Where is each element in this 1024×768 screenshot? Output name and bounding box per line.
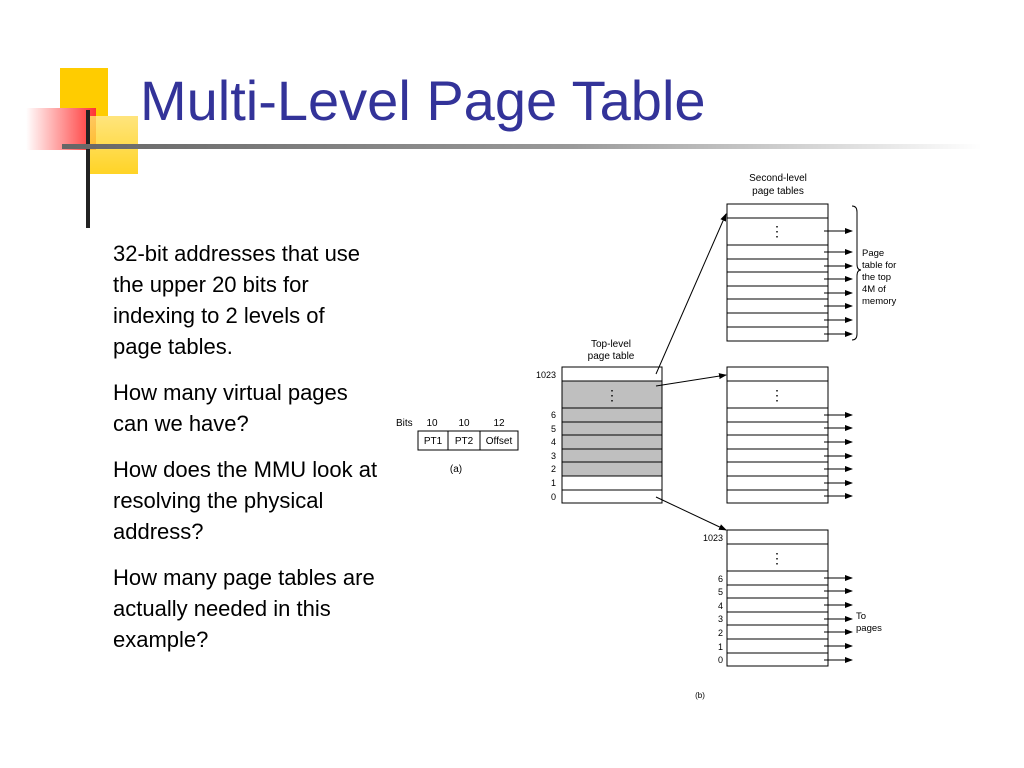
sl1-entry [726, 244, 829, 260]
second-level-title-2: page tables [752, 186, 804, 197]
sl3-label-5: 5 [718, 587, 723, 597]
top-entry-1 [561, 475, 663, 491]
offset-box [479, 430, 519, 451]
bits-label: Bits [396, 418, 413, 429]
sl1-arrows [824, 228, 853, 337]
sl1-entry [726, 326, 829, 342]
brace-label-1: Page [862, 248, 884, 259]
sl2-ellipsis: ⋮ [770, 387, 784, 403]
bullet-1: 32-bit addresses that use the upper 20 b… [113, 241, 361, 359]
page-table-diagram: Bits 10 10 12 PT1 PT2 Offset (a) Top-lev… [396, 173, 897, 700]
second-level-table-middle: ⋮ [726, 366, 853, 504]
top-entry-gap [561, 380, 663, 409]
pt1-label: PT1 [424, 436, 443, 447]
sl2-entry [726, 448, 829, 463]
top-label-1: 1 [551, 478, 556, 488]
sl2-entry [726, 366, 829, 382]
sl3-entry-6 [726, 570, 829, 586]
sl2-arrows [824, 412, 853, 499]
sl3-entry-0 [726, 652, 829, 667]
sl1-entry [726, 285, 829, 300]
sl1-entry [726, 298, 829, 314]
bullet-2: How many virtual pages can we have? [113, 380, 348, 436]
caption-a: (a) [450, 464, 462, 475]
sl3-label-1: 1 [718, 642, 723, 652]
top-entry-0 [561, 489, 663, 504]
sl3-entry-5 [726, 584, 829, 599]
top-entry-3 [561, 448, 663, 463]
top-level-page-table: Top-level page table ⋮ 1023 6 5 4 3 2 1 … [536, 339, 663, 504]
bullet-4: How many page tables are actually needed… [113, 565, 375, 652]
top-entry-6 [561, 407, 663, 423]
corner-red-bar [26, 108, 96, 150]
sl2-entry-gap [726, 380, 829, 409]
top-label-0: 0 [551, 492, 556, 502]
sl3-arrows [824, 575, 853, 663]
to-pages-label-2: pages [856, 623, 882, 634]
pt2-bits: 10 [458, 418, 470, 429]
to-pages-label-1: To [856, 611, 866, 622]
sl1-entry [726, 271, 829, 287]
top-entry-1023 [561, 366, 663, 382]
top-label-4: 4 [551, 437, 556, 447]
sl2-entry [726, 421, 829, 436]
offset-bits: 12 [493, 418, 505, 429]
offset-label: Offset [486, 436, 513, 447]
sl1-entry [726, 258, 829, 273]
sl1-entry [726, 312, 829, 328]
sl3-ellipsis: ⋮ [770, 550, 784, 566]
sl2-entry [726, 434, 829, 450]
address-format: Bits 10 10 12 PT1 PT2 Offset (a) [396, 418, 519, 475]
sl3-entry-2 [726, 624, 829, 640]
sl1-ellipsis: ⋮ [770, 223, 784, 239]
bullet-3: How does the MMU look at resolving the p… [113, 457, 378, 544]
table-pointers [655, 213, 727, 531]
top-entry-5 [561, 421, 663, 436]
top-label-1023: 1023 [536, 370, 556, 380]
brace-label-5: memory [862, 296, 897, 307]
top-entry-2 [561, 461, 663, 477]
top-entry-4 [561, 434, 663, 450]
sl2-entry [726, 489, 829, 504]
bullet-text: 32-bit addresses that use the upper 20 b… [113, 238, 378, 670]
second-level-table-top: Second-level page tables ⋮ Page table fo… [726, 173, 897, 342]
pt2-label: PT2 [455, 436, 474, 447]
sl2-entry [726, 475, 829, 491]
sl3-label-0: 0 [718, 655, 723, 665]
brace-label-2: table for [862, 260, 896, 271]
sl3-label-2: 2 [718, 628, 723, 638]
top-level-title-1: Top-level [591, 339, 631, 350]
sl1-entry-gap [726, 217, 829, 246]
pointer-middle [655, 373, 727, 387]
sl3-entry-1023 [726, 529, 829, 545]
top-label-6: 6 [551, 410, 556, 420]
top-ellipsis: ⋮ [605, 387, 619, 403]
corner-vertical-line [86, 110, 90, 228]
top-label-2: 2 [551, 464, 556, 474]
sl1-brace [851, 205, 862, 341]
brace-label-4: 4M of [862, 284, 886, 295]
brace-label-3: the top [862, 272, 891, 283]
pointer-1023 [655, 213, 727, 375]
caption-b: (b) [695, 691, 705, 700]
top-label-3: 3 [551, 451, 556, 461]
sl1-entry [726, 203, 829, 219]
sl3-label-1023: 1023 [703, 533, 723, 543]
top-label-5: 5 [551, 424, 556, 434]
top-level-title-2: page table [588, 351, 635, 362]
sl3-label-3: 3 [718, 614, 723, 624]
title-underline [62, 144, 982, 149]
pointer-bottom [655, 496, 727, 531]
sl3-label-4: 4 [718, 601, 723, 611]
pt1-bits: 10 [426, 418, 438, 429]
sl3-entry-3 [726, 611, 829, 626]
page-title: Multi-Level Page Table [140, 69, 706, 132]
sl3-entry-1 [726, 638, 829, 654]
second-level-title-1: Second-level [749, 173, 807, 184]
sl3-label-6: 6 [718, 574, 723, 584]
sl2-entry [726, 407, 829, 423]
sl3-entry-4 [726, 597, 829, 613]
second-level-table-bottom: ⋮ 1023 6 5 4 3 2 1 0 To pages [703, 529, 882, 667]
sl2-entry [726, 461, 829, 477]
